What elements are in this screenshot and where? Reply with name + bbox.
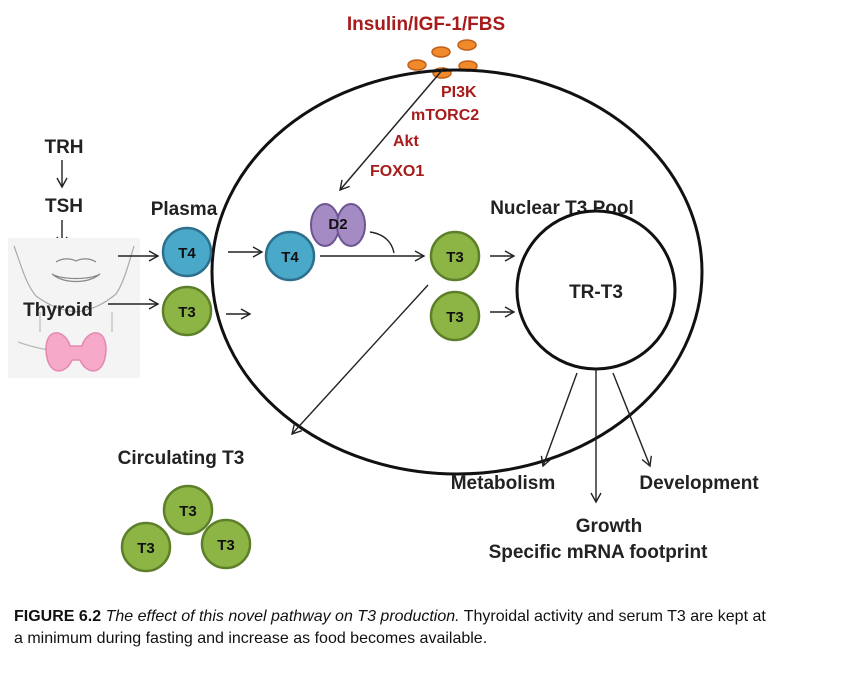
signal-label: Insulin/IGF-1/FBS xyxy=(347,14,505,35)
nucleus xyxy=(515,209,677,371)
cell-t4-label: T4 xyxy=(281,249,299,266)
thyroid-label: Thyroid xyxy=(23,300,93,321)
tsh-label: TSH xyxy=(45,196,83,217)
thyroid-pathway-diagram: Insulin/IGF-1/FBS PI3K mTORC2 Akt FOXO1 … xyxy=(8,14,759,573)
pathway-pi3k: PI3K xyxy=(441,84,477,101)
pathway-akt: Akt xyxy=(393,133,419,150)
trh-label: TRH xyxy=(44,137,83,158)
receptor-label: TR-T3 xyxy=(569,282,623,303)
ligand-oval xyxy=(407,59,427,71)
d2-reaction-arc xyxy=(369,231,395,254)
plasma-label: Plasma xyxy=(151,199,218,220)
plasma-t3: T3 xyxy=(161,285,213,337)
plasma-t4: T4 xyxy=(161,226,213,278)
d2-enzyme: D2 xyxy=(310,203,366,247)
cell-t3-label: T3 xyxy=(446,249,464,266)
footprint-label: Specific mRNA footprint xyxy=(489,542,709,563)
circulating-t3: T3 xyxy=(120,521,172,573)
d2-label: D2 xyxy=(328,216,347,233)
metabolism-label: Metabolism xyxy=(451,473,556,494)
cell-t3: T3 xyxy=(429,230,481,282)
cell-t3-label: T3 xyxy=(446,309,464,326)
figure-caption: FIGURE 6.2 The effect of this novel path… xyxy=(14,606,774,650)
circulating-label: Circulating T3 xyxy=(118,448,245,469)
thyroid-gland-icon xyxy=(45,332,107,372)
pathway-foxo1: FOXO1 xyxy=(370,163,424,180)
ligand-oval xyxy=(431,46,451,58)
plasma-t3-label: T3 xyxy=(178,304,196,321)
caption-text: Thyroidal activity and serum T3 are kept… xyxy=(14,608,766,647)
circulating-t3: T3 xyxy=(162,484,214,536)
caption-title: The effect of this novel pathway on T3 p… xyxy=(105,608,460,625)
growth-label: Growth xyxy=(576,516,643,537)
caption-figure-number: FIGURE 6.2 xyxy=(14,608,102,625)
plasma-t4-label: T4 xyxy=(178,245,196,262)
pathway-mtorc2: mTORC2 xyxy=(411,107,479,124)
circulating-t3-label: T3 xyxy=(179,503,197,520)
circulating-t3-label: T3 xyxy=(217,537,235,554)
t3-exit-arrow xyxy=(291,284,429,436)
circulating-t3-label: T3 xyxy=(137,540,155,557)
cell-t4: T4 xyxy=(264,230,316,282)
circulating-t3: T3 xyxy=(200,518,252,570)
pathway-arrow xyxy=(339,67,445,192)
development-label: Development xyxy=(639,473,759,494)
metabolism-arrow xyxy=(540,372,578,468)
development-arrow xyxy=(612,372,653,468)
cell-membrane xyxy=(210,68,704,476)
cell-t3: T3 xyxy=(429,290,481,342)
ligand-oval xyxy=(457,39,477,51)
